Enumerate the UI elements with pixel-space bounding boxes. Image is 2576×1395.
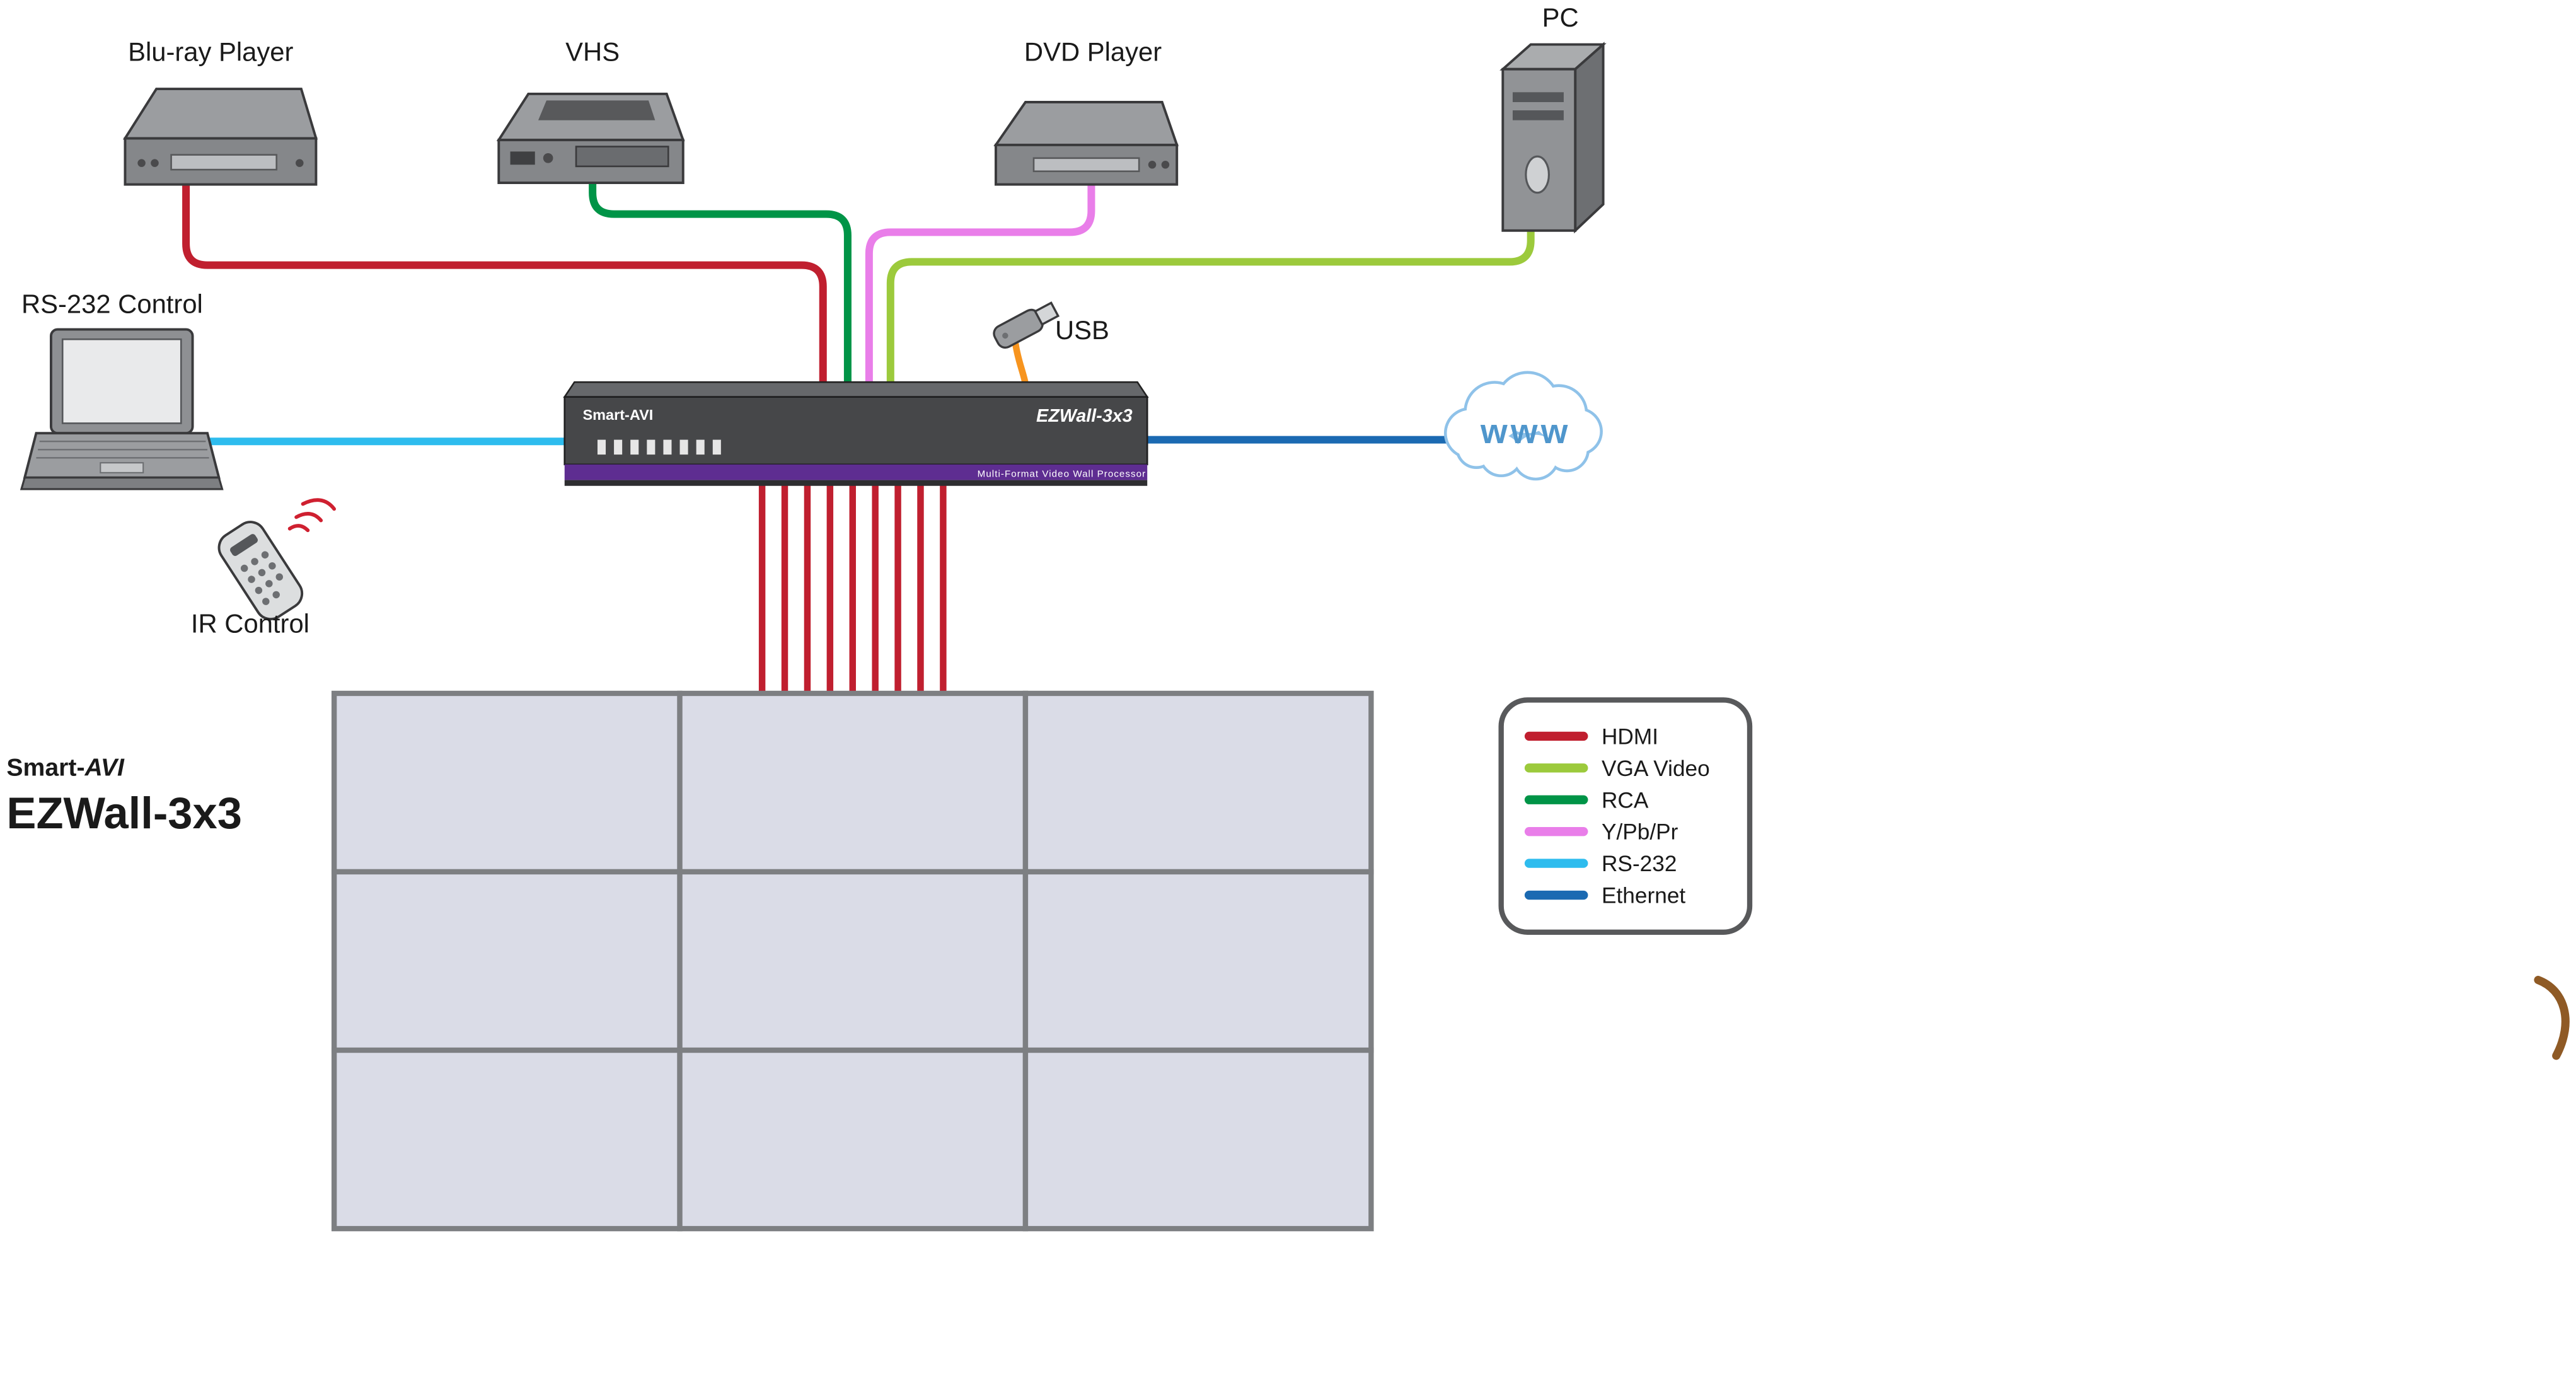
usb-label: USB — [1055, 315, 1109, 345]
ezwall-processor: Smart-AVI EZWall-3x3 Multi-Format Video … — [563, 381, 1149, 486]
laptop-icon — [20, 328, 224, 490]
processor-brand: Smart-AVI — [582, 407, 653, 423]
hdmi-cable — [182, 177, 827, 400]
legend-label-ethernet: Ethernet — [1602, 884, 1685, 908]
brand-suffix-avi: AVI — [84, 755, 124, 782]
pc-tower-icon — [1499, 42, 1607, 234]
display-panel — [1022, 869, 1374, 1053]
processor-stripe-label: Multi-Format Video Wall Processor — [978, 468, 1146, 479]
display-panel — [331, 869, 683, 1053]
display-panel — [331, 690, 683, 875]
ypbpr-cable — [865, 177, 1095, 400]
ir-label: IR Control — [191, 608, 309, 638]
legend-label-vga: VGA Video — [1602, 756, 1710, 781]
vga-cable — [886, 223, 1535, 400]
vhs-icon — [496, 92, 685, 184]
cables — [182, 177, 1535, 446]
usb-drive-icon — [993, 301, 1060, 349]
processor-model: EZWall-3x3 — [1036, 406, 1133, 426]
legend-label-rca: RCA — [1602, 788, 1649, 813]
display-panel — [677, 1047, 1029, 1232]
legend-label-ypbpr: Y/Pb/Pr — [1602, 820, 1678, 845]
page-curl-artifact — [2534, 976, 2570, 1060]
legend-label-hdmi: HDMI — [1602, 724, 1658, 749]
display-panel — [1022, 1047, 1374, 1232]
legend-box — [1498, 697, 1753, 935]
processor-ports — [597, 439, 721, 455]
video-wall — [331, 690, 1374, 1232]
brand-prefix: Smart- — [6, 755, 84, 782]
legend: HDMI VGA Video RCA Y/Pb/Pr RS-232 Ethern… — [1498, 697, 1753, 935]
rca-cable — [589, 177, 852, 400]
rs232-label: RS-232 Control — [21, 289, 203, 318]
dvd-label: DVD Player — [1024, 37, 1162, 67]
product-title: EZWall-3x3 — [6, 788, 242, 838]
bluray-player-icon — [122, 88, 318, 186]
legend-label-rs232: RS-232 — [1602, 852, 1677, 876]
legend-items: HDMI VGA Video RCA Y/Pb/Pr RS-232 Ethern… — [1524, 724, 1710, 908]
display-panel — [677, 869, 1029, 1053]
display-panel — [331, 1047, 683, 1232]
cloud-label: www — [1480, 412, 1571, 451]
internet-cloud-icon: www — [1443, 371, 1603, 481]
brand-logo: Smart-AVI — [6, 755, 125, 782]
display-panel — [677, 690, 1029, 875]
bluray-label: Blu-ray Player — [128, 37, 293, 67]
display-panel — [1022, 690, 1374, 875]
dvd-player-icon — [993, 101, 1179, 186]
pc-label: PC — [1542, 3, 1579, 32]
ir-waves-icon — [287, 498, 337, 533]
hdmi-output-cables — [758, 482, 947, 698]
ir-remote-icon — [217, 521, 304, 621]
vhs-label: VHS — [565, 37, 620, 67]
